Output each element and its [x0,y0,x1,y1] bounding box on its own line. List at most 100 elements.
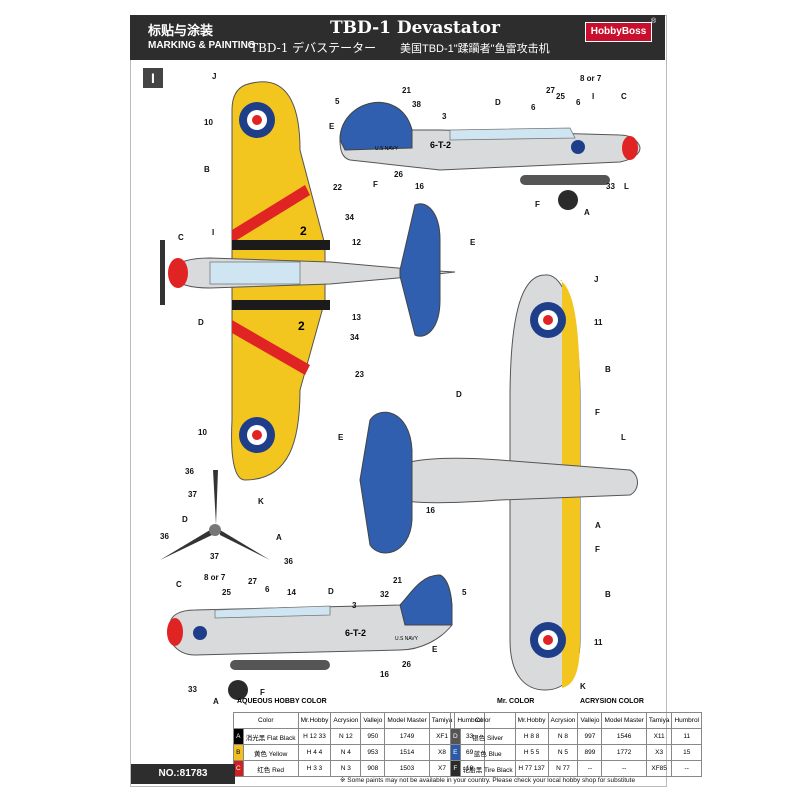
callout-label: 8 or 7 [204,573,226,582]
mm-code: 1546 [601,728,647,745]
mm-code: -- [601,760,647,777]
callout-label: 11 [594,318,603,327]
callout-label: A [595,521,601,530]
color-name: 轮胎黑 Tire Black [459,760,516,777]
table-row: F 轮胎黑 Tire Black H 77 137 N 77 -- -- XF8… [450,760,702,777]
side-lower-code: 6-T-2 [345,628,366,638]
callout-label: 25 [222,588,231,597]
top-view-tail [399,203,441,337]
callout-label: F [260,688,265,697]
mrhobby-code: H 8 8 [514,728,549,745]
color-key: A [233,728,244,745]
callout-label: 33 [606,182,615,191]
callout-label: 36 [284,557,293,566]
callout-label: K [258,497,264,506]
callout-label: 36 [160,532,169,541]
col-header: Humbrol [671,712,702,729]
callout-label: 34 [350,333,359,342]
acrysion-code: N 3 [330,760,362,777]
side-view-lower-aircraft: 6-T-2 U.S NAVY [167,574,453,700]
legend-mr-color-title: Mr. COLOR [497,698,535,705]
vallejo-code: 953 [360,744,386,761]
callout-label: 6 [531,103,536,112]
header-cn-title: 标贴与涂装 [148,23,214,38]
callout-label: I [212,228,215,237]
mm-code: 1772 [601,744,647,761]
color-name: 银色 Silver [459,728,516,745]
tamiya-code: X11 [645,728,673,745]
mrhobby-code: H 77 137 [514,760,549,777]
callout-label: 23 [355,370,364,379]
callout-label: 3 [442,112,447,121]
bottom-view-tail [359,411,413,554]
col-header: Model Master [384,712,430,729]
callout-label: 16 [415,182,424,191]
header-cn-subtitle: 美国TBD-1"蹂躏者"鱼雷攻击机 [400,43,550,55]
acrysion-code: N 5 [547,744,579,761]
callout-label: 21 [402,86,411,95]
col-header: Vallejo [360,712,386,729]
callout-label: C [176,580,182,589]
mm-code: 1514 [384,744,430,761]
table-row: C 红色 Red H 3 3 N 3 908 1503 X7 19 [233,760,485,777]
header-bar [130,15,665,60]
callout-label: 34 [345,213,354,222]
top-wing-number-lower: 2 [298,319,305,333]
callout-label: 3 [352,601,357,610]
bottom-view-aircraft [359,274,638,691]
color-key: F [450,760,461,777]
callout-label: 22 [333,183,342,192]
callout-label: 21 [393,576,402,585]
table-row: A 消光黑 Flat Black H 12 33 N 12 950 1749 X… [233,728,485,745]
callout-label: 27 [248,577,257,586]
callout-label: F [595,545,600,554]
mm-code: 1503 [384,760,430,777]
color-key: E [450,744,461,761]
side-upper-code: 6-T-2 [430,140,451,150]
callout-label: C [621,92,627,101]
col-header: Mr.Hobby [297,712,332,729]
acrysion-code: N 8 [547,728,579,745]
callout-label: J [594,275,599,284]
legend-acrysion-title: ACRYSION COLOR [580,698,644,705]
col-header: Acrysion [330,712,362,729]
col-header: Acrysion [547,712,579,729]
kit-number: NO.:81783 [131,764,235,784]
color-key: B [233,744,244,761]
propeller-diagram [160,470,270,560]
callout-label: 37 [188,490,197,499]
color-table-left: Color Mr.Hobby Acrysion Vallejo Model Ma… [233,712,485,777]
color-table-right: Color Mr.Hobby Acrysion Vallejo Model Ma… [450,712,702,777]
table-row: B 黄色 Yellow H 4 4 N 4 953 1514 X8 69 [233,744,485,761]
header-jp-title: TBD-1 デバステーター [250,41,377,55]
color-name: 红色 Red [242,760,299,777]
callout-label: 10 [204,118,213,127]
paint-availability-note: ※ Some paints may not be available in yo… [340,777,636,784]
callout-label: A [276,533,282,542]
callout-label: K [580,682,586,691]
side-upper-navy: U.S NAVY [375,146,399,152]
callout-label: 32 [380,590,389,599]
callout-label: A [213,697,219,706]
callout-label: F [373,180,378,189]
callout-label: 13 [352,313,361,322]
side-lower-navy: U.S NAVY [395,636,419,642]
callout-label: 27 [546,86,555,95]
vallejo-code: 950 [360,728,386,745]
mrhobby-code: H 5 5 [514,744,549,761]
callout-label: 6 [265,585,270,594]
tamiya-code: X3 [645,744,673,761]
page-title: TBD-1 Devastator [330,18,500,38]
callout-label: F [535,200,540,209]
col-header: Tamiya [645,712,673,729]
acrysion-code: N 4 [330,744,362,761]
vallejo-code: -- [577,760,603,777]
callout-label: D [456,390,462,399]
humbrol-code: 11 [671,728,702,745]
mrhobby-code: H 12 33 [297,728,332,745]
color-name: 黄色 Yellow [242,744,299,761]
callout-label: 26 [402,660,411,669]
callout-label: F [595,408,600,417]
col-header: Model Master [601,712,647,729]
